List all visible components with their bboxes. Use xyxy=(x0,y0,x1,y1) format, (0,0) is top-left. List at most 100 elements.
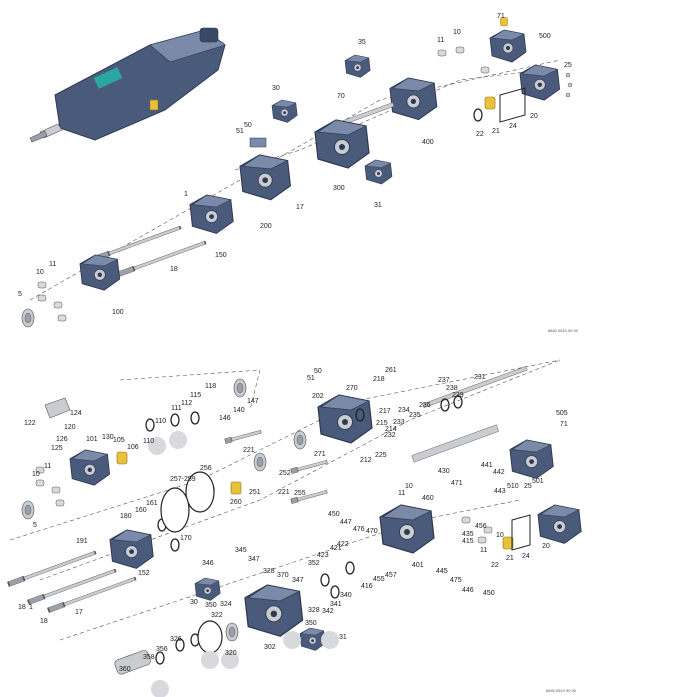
callout: 455 xyxy=(373,576,385,583)
callout: 441 xyxy=(481,462,493,469)
callout: 51 xyxy=(236,128,244,135)
callout: 416 xyxy=(361,583,373,590)
callout: 302 xyxy=(264,644,276,651)
callout: 261 xyxy=(385,367,397,374)
callout: 239 xyxy=(452,392,464,399)
bottom-exploded-view xyxy=(7,359,582,697)
callout: 35 xyxy=(358,39,366,46)
top-exploded-view xyxy=(21,17,573,328)
callout: 501 xyxy=(532,478,544,485)
callout: 10 xyxy=(32,471,40,478)
part-500 xyxy=(489,29,527,63)
callout: 70 xyxy=(337,93,345,100)
callout: 350 xyxy=(205,602,217,609)
callout: 140 xyxy=(233,407,245,414)
callout: 20 xyxy=(530,113,538,120)
callout: 352 xyxy=(308,560,320,567)
callout: 326 xyxy=(170,636,182,643)
callout: 122 xyxy=(24,420,36,427)
callout: 17 xyxy=(296,204,304,211)
callout: 22 xyxy=(491,562,499,569)
callout: 415 xyxy=(462,538,474,545)
callout: 476 xyxy=(353,526,365,533)
bottom-callouts: 50 51 261 270 218 237 231 238 239 118 20… xyxy=(18,367,568,673)
callout: 233 xyxy=(393,419,405,426)
callout: 356 xyxy=(156,646,168,653)
callout: 300 xyxy=(333,185,345,192)
callout: 342 xyxy=(322,608,334,615)
callout: 11 xyxy=(398,490,405,497)
callout: 120 xyxy=(64,424,76,431)
callout: 370 xyxy=(277,572,289,579)
callout: 191 xyxy=(76,538,88,545)
callout: 347 xyxy=(248,556,260,563)
callout: 5 xyxy=(33,522,37,529)
callout: 218 xyxy=(373,376,385,383)
callout: 322 xyxy=(211,612,223,619)
callout: 450 xyxy=(328,511,340,518)
callout: 360 xyxy=(119,666,131,673)
callout: 118 xyxy=(205,383,216,390)
callout: 101 xyxy=(86,436,98,443)
callout: 236 xyxy=(419,402,431,409)
callout: 125 xyxy=(51,445,63,452)
callout: 160 xyxy=(135,507,147,514)
assembled-drill-unit xyxy=(29,27,226,143)
callout: 255 xyxy=(294,490,306,497)
callout: 50 xyxy=(314,368,322,375)
callout: 105 xyxy=(113,437,125,444)
callout: 10 xyxy=(496,532,504,539)
callout: 10 xyxy=(36,269,44,276)
callout: 500 xyxy=(539,33,551,40)
callout: 112 xyxy=(181,400,192,407)
callout: 214 xyxy=(385,426,397,433)
callout: 11 xyxy=(44,463,51,470)
callout: 24 xyxy=(522,553,530,560)
callout: 11 xyxy=(480,547,487,554)
callout: 221 xyxy=(243,447,255,454)
callout: 237 xyxy=(438,377,450,384)
callout: 10 xyxy=(405,483,413,490)
callout: 106 xyxy=(127,444,139,451)
callout: 256 xyxy=(200,465,212,472)
callout: 400 xyxy=(422,139,434,146)
callout: 147 xyxy=(247,398,259,405)
figure-code-bottom: 8840 0510 99 00 xyxy=(546,688,577,693)
callout: 251 xyxy=(249,489,261,496)
callout: 232 xyxy=(384,432,396,439)
callout: 401 xyxy=(412,562,424,569)
callout: 358 xyxy=(143,654,155,661)
callout: 445 xyxy=(436,568,448,575)
callout: 20 xyxy=(542,543,550,550)
callout: 21 xyxy=(506,555,514,562)
callout: 328 xyxy=(263,568,275,575)
callout: 471 xyxy=(451,480,463,487)
callout: 30 xyxy=(190,599,198,606)
callout: 257-259 xyxy=(170,476,196,483)
callout: 152 xyxy=(138,570,150,577)
callout: 22 xyxy=(476,131,484,138)
top-callouts: 71 500 35 11 10 25 30 70 50 51 400 22 21… xyxy=(18,13,572,316)
callout: 1 xyxy=(184,191,188,198)
callout: 442 xyxy=(493,469,505,476)
callout: 110 xyxy=(143,438,154,445)
callout: 260 xyxy=(230,499,242,506)
callout: 150 xyxy=(215,252,227,259)
callout: 180 xyxy=(120,513,132,520)
callout: 17 xyxy=(75,609,83,616)
callout: 443 xyxy=(494,488,506,495)
callout: 71 xyxy=(560,421,568,428)
callout: 221 xyxy=(278,489,290,496)
callout: 18 xyxy=(18,604,26,611)
callout: 212 xyxy=(360,457,372,464)
callout: 345 xyxy=(235,547,247,554)
callout: 202 xyxy=(312,393,324,400)
callout: 460 xyxy=(422,495,434,502)
callout: 252 xyxy=(279,470,291,477)
callout: 238 xyxy=(446,385,458,392)
callout: 124 xyxy=(70,410,82,417)
callout: 130 xyxy=(102,434,114,441)
callout: 50 xyxy=(244,122,252,129)
callout: 435 xyxy=(462,531,474,538)
